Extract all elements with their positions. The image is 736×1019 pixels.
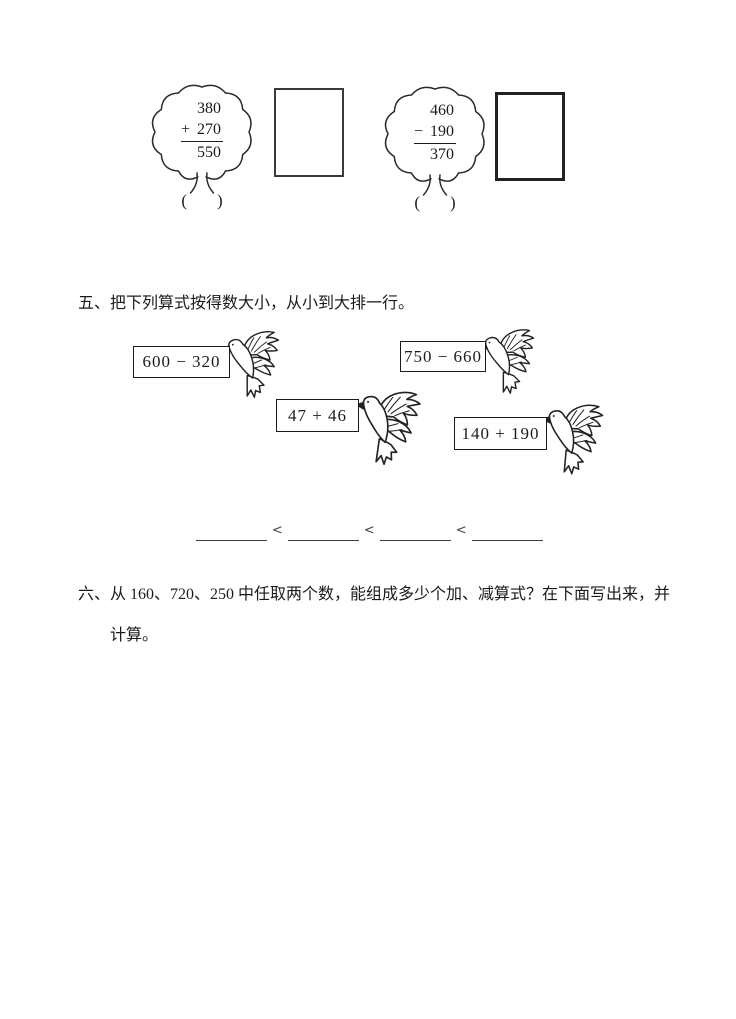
answer-blank-3[interactable] bbox=[379, 523, 451, 541]
expression-box-47-46: 47 + 46 bbox=[276, 399, 359, 432]
dove-icon bbox=[537, 399, 608, 484]
expression-box-600-320: 600 − 320 bbox=[133, 346, 230, 378]
tree-second-number: 190 bbox=[430, 123, 454, 140]
answer-blank-1[interactable] bbox=[196, 523, 267, 541]
answer-blank-4[interactable] bbox=[471, 523, 543, 541]
answer-box[interactable] bbox=[274, 88, 344, 177]
vertical-calculation: 460 − 190 370 bbox=[414, 100, 456, 165]
vertical-calculation: 380 + 270 550 bbox=[181, 98, 223, 163]
section-six-line1: 六、从 160、720、250 中任取两个数，能组成多少个加、减算式？在下面写出… bbox=[78, 586, 671, 603]
tree-result-number: 550 bbox=[197, 144, 221, 161]
section-five-title: 五、把下列算式按得数大小，从小到大排一行。 bbox=[78, 295, 415, 312]
paren-left: ( bbox=[414, 193, 420, 212]
less-than-sign: < bbox=[272, 523, 283, 538]
tree-top-number: 380 bbox=[197, 100, 221, 117]
tree-result-number: 370 bbox=[430, 146, 454, 163]
paren-left: ( bbox=[181, 191, 187, 210]
less-than-sign: < bbox=[363, 523, 375, 538]
dove-icon bbox=[479, 328, 537, 401]
tree-problem-addition: 380 + 270 550 ( ) bbox=[147, 81, 257, 215]
expression-box-750-660: 750 − 660 bbox=[400, 341, 486, 372]
expression-label: 47 + 46 bbox=[287, 405, 348, 425]
operator-sign: − bbox=[414, 123, 424, 140]
section-six-line2: 计算。 bbox=[110, 627, 159, 644]
answer-parens[interactable]: ( ) bbox=[147, 191, 257, 211]
answer-blank-2[interactable] bbox=[287, 523, 359, 541]
expression-box-140-190: 140 + 190 bbox=[454, 417, 547, 450]
operator-sign: + bbox=[181, 121, 191, 138]
tree-problem-subtraction: 460 − 190 370 ( ) bbox=[380, 83, 490, 217]
answer-box[interactable] bbox=[495, 92, 565, 181]
expression-label: 750 − 660 bbox=[403, 346, 483, 366]
tree-top-number: 460 bbox=[430, 102, 454, 119]
expression-label: 140 + 190 bbox=[461, 423, 540, 443]
answer-parens[interactable]: ( ) bbox=[380, 193, 490, 213]
paren-right: ) bbox=[217, 191, 223, 210]
expression-label: 600 − 320 bbox=[142, 352, 221, 371]
comparison-answer-row: < < < bbox=[196, 523, 543, 541]
dove-icon bbox=[222, 330, 282, 405]
less-than-sign: < bbox=[455, 523, 467, 538]
tree-second-number: 270 bbox=[197, 121, 221, 138]
paren-right: ) bbox=[450, 193, 456, 212]
